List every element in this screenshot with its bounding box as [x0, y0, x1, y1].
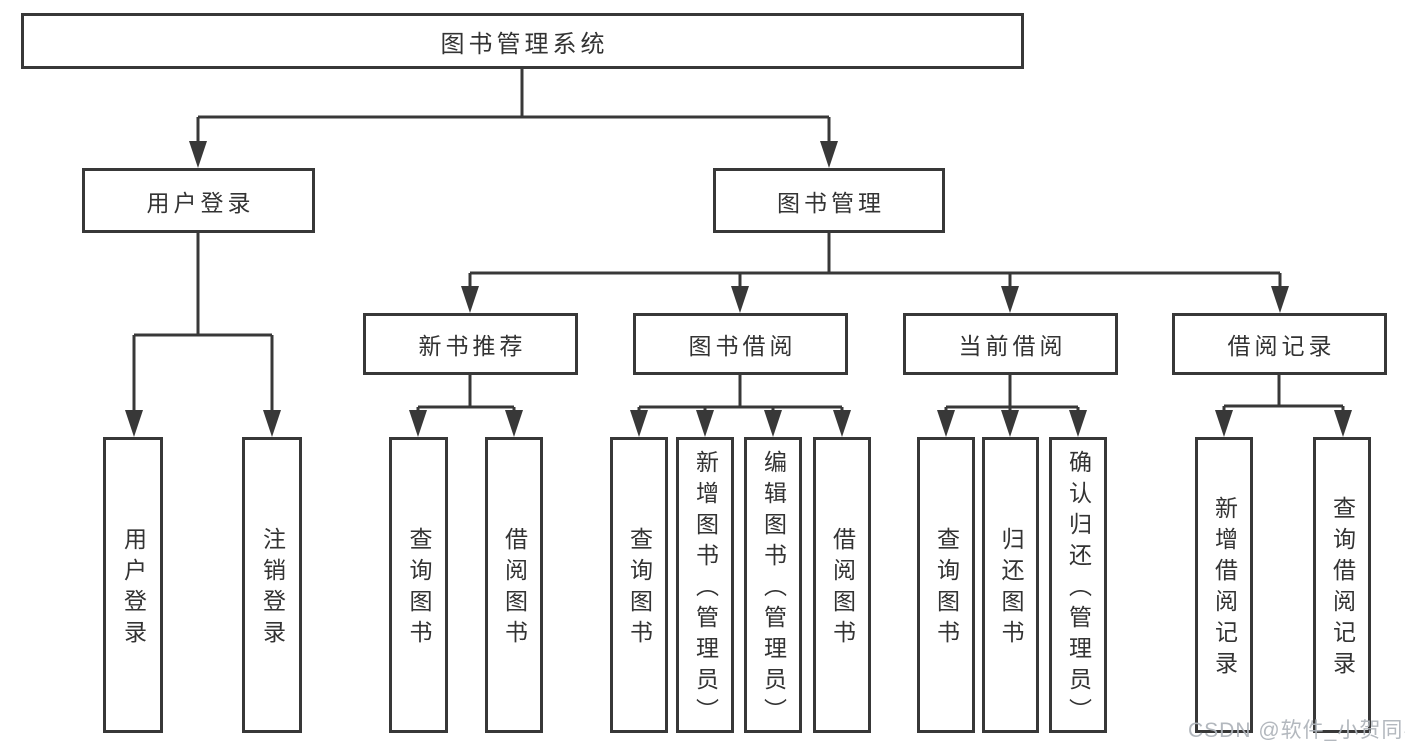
connector-root-to-level2	[196, 69, 831, 145]
arrow-down-icon	[263, 410, 281, 437]
connector-currentborrow-to-leaves	[944, 375, 1080, 414]
leaf-user-login: 用户登录	[103, 437, 163, 733]
leaf-br-add-borrow-record: 新增借阅记录	[1195, 437, 1253, 733]
node-library-management-system: 图书管理系统	[21, 13, 1024, 69]
arrow-down-icon	[1271, 286, 1289, 313]
arrow-down-icon	[1001, 410, 1019, 437]
leaf-bb-query-books: 查询图书	[610, 437, 668, 733]
arrow-down-icon	[505, 410, 523, 437]
csdn-watermark: CSDN @软件_小贺同学	[1188, 719, 1405, 742]
connector-records-to-leaves	[1222, 375, 1345, 414]
node-user-login: 用户登录	[82, 168, 315, 233]
node-book-borrow: 图书借阅	[633, 313, 848, 375]
arrow-down-icon	[630, 410, 648, 437]
leaf-br-query-borrow-record: 查询借阅记录	[1313, 437, 1371, 733]
node-book-management: 图书管理	[713, 168, 945, 233]
arrow-down-icon	[189, 141, 207, 168]
leaf-cb-return-books: 归还图书	[982, 437, 1039, 733]
arrow-down-icon	[409, 410, 427, 437]
connector-bookborrow-to-leaves	[637, 375, 844, 414]
node-new-book-recommend: 新书推荐	[363, 313, 578, 375]
arrow-down-icon	[764, 410, 782, 437]
connector-bookmgmt-to-level3	[468, 233, 1282, 290]
node-current-borrow: 当前借阅	[903, 313, 1118, 375]
arrow-down-icon	[1334, 410, 1352, 437]
arrow-down-icon	[731, 286, 749, 313]
arrow-down-icon	[1215, 410, 1233, 437]
leaf-bb-borrow-books: 借阅图书	[813, 437, 871, 733]
leaf-nb-borrow-books: 借阅图书	[485, 437, 543, 733]
leaf-nb-query-books: 查询图书	[389, 437, 448, 733]
connector-newbook-to-leaves	[416, 375, 516, 414]
leaf-bb-add-books-admin: 新增图书（管理员）	[676, 437, 734, 733]
arrow-down-icon	[1001, 286, 1019, 313]
leaf-bb-edit-books-admin: 编辑图书（管理员）	[744, 437, 802, 733]
leaf-cb-query-books: 查询图书	[917, 437, 975, 733]
leaf-cb-confirm-return-admin: 确认归还（管理员）	[1049, 437, 1107, 733]
node-borrow-records: 借阅记录	[1172, 313, 1387, 375]
connector-userlogin-to-leaves	[132, 233, 274, 414]
arrow-down-icon	[461, 286, 479, 313]
arrowheads	[125, 141, 1352, 437]
leaf-logout: 注销登录	[242, 437, 302, 733]
arrow-down-icon	[696, 410, 714, 437]
arrow-down-icon	[125, 410, 143, 437]
arrow-down-icon	[820, 141, 838, 168]
arrow-down-icon	[833, 410, 851, 437]
arrow-down-icon	[937, 410, 955, 437]
arrow-down-icon	[1069, 410, 1087, 437]
